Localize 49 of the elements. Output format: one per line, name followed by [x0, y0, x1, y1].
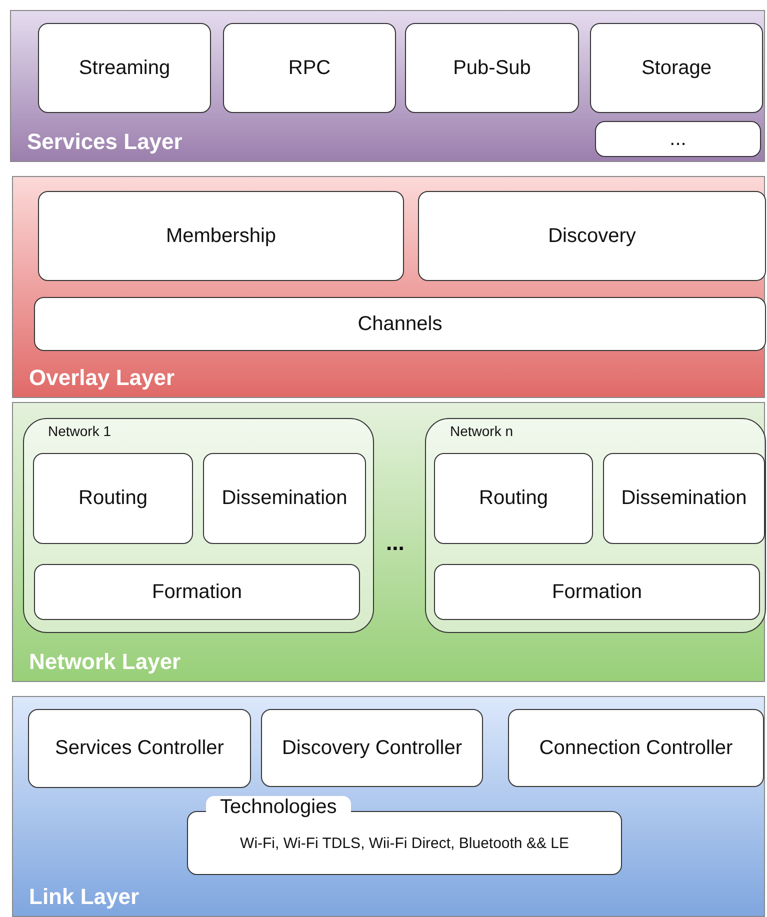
- group-title: Network n: [450, 423, 514, 439]
- component-label: Dissemination: [621, 487, 747, 510]
- layer-title: Overlay Layer: [29, 365, 175, 391]
- group-title: Network 1: [48, 423, 112, 439]
- component-box: [34, 297, 766, 351]
- component-box: [38, 23, 211, 113]
- layer-panel: [12, 176, 765, 398]
- component-label: Routing: [479, 487, 548, 510]
- component-label: Connection Controller: [539, 736, 733, 760]
- component-box: [590, 23, 763, 113]
- component-box: [434, 564, 760, 620]
- component-label: Formation: [552, 580, 642, 604]
- component-box: [223, 23, 396, 113]
- component-label: Membership: [166, 224, 276, 248]
- technology-list: Wi-Fi, Wi-Fi TDLS, Wii-Fi Direct, Bluetooth && LE: [232, 834, 577, 852]
- layer-title: Network Layer: [29, 649, 181, 675]
- component-label: Formation: [152, 580, 242, 604]
- layer-title: Services Layer: [27, 129, 182, 155]
- component-label: Discovery: [548, 224, 636, 248]
- component-label: RPC: [288, 56, 331, 80]
- component-label: Dissemination: [222, 487, 348, 510]
- component-label: Storage: [641, 56, 712, 80]
- component-label: ...: [670, 128, 686, 150]
- component-box: [203, 453, 366, 544]
- component-label: Channels: [358, 312, 442, 336]
- component-box: [405, 23, 579, 113]
- network-group: [23, 418, 374, 633]
- component-label: Routing: [78, 487, 148, 510]
- ellipsis-label: ...: [386, 530, 404, 556]
- component-label: Services Controller: [55, 737, 224, 760]
- component-box: [261, 709, 483, 787]
- layer-panel: [12, 696, 765, 917]
- component-label: Streaming: [78, 56, 170, 80]
- component-label: Discovery Controller: [282, 736, 462, 760]
- network-group: [425, 418, 766, 633]
- section-heading: Technologies: [206, 796, 351, 819]
- component-box: [34, 564, 360, 620]
- component-box: [28, 709, 251, 788]
- component-box: [33, 453, 193, 544]
- component-box: [603, 453, 765, 544]
- component-box: [434, 453, 593, 544]
- component-box: [595, 121, 761, 157]
- layer-title: Link Layer: [29, 884, 140, 910]
- component-label: Pub-Sub: [453, 56, 531, 80]
- component-box: [38, 191, 404, 281]
- layer-panel: [12, 402, 765, 682]
- component-box: [418, 191, 766, 281]
- layer-panel: [10, 10, 765, 162]
- component-box: [508, 709, 764, 787]
